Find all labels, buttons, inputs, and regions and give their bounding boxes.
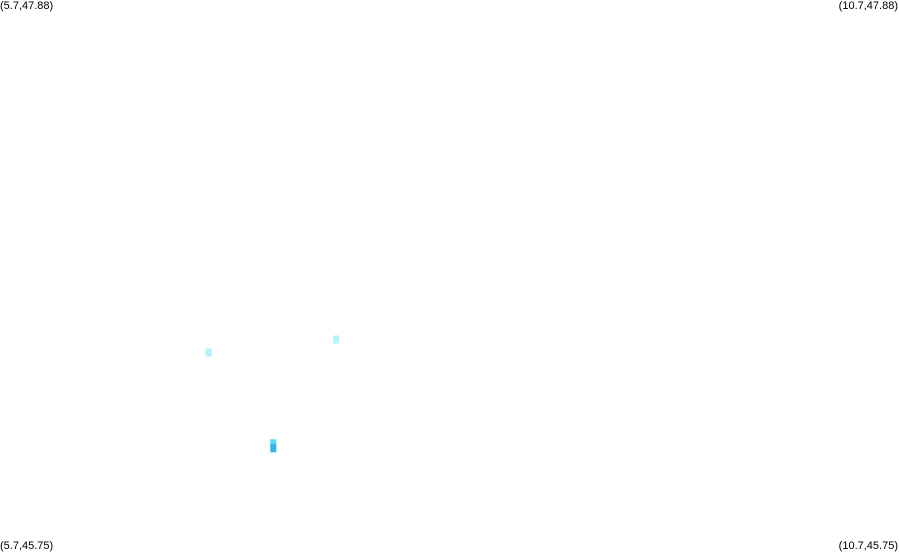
data-cell-3	[270, 444, 277, 453]
corner-label-bottom-right: (10.7,45.75)	[838, 540, 898, 552]
corner-label-top-right: (10.7,47.88)	[838, 0, 898, 12]
corner-label-bottom-left: (5.7,45.75)	[0, 540, 54, 552]
data-cell-1	[333, 335, 340, 344]
data-cell-2	[270, 439, 277, 448]
data-cell-0	[205, 348, 212, 357]
corner-label-top-left: (5.7,47.88)	[0, 0, 54, 12]
